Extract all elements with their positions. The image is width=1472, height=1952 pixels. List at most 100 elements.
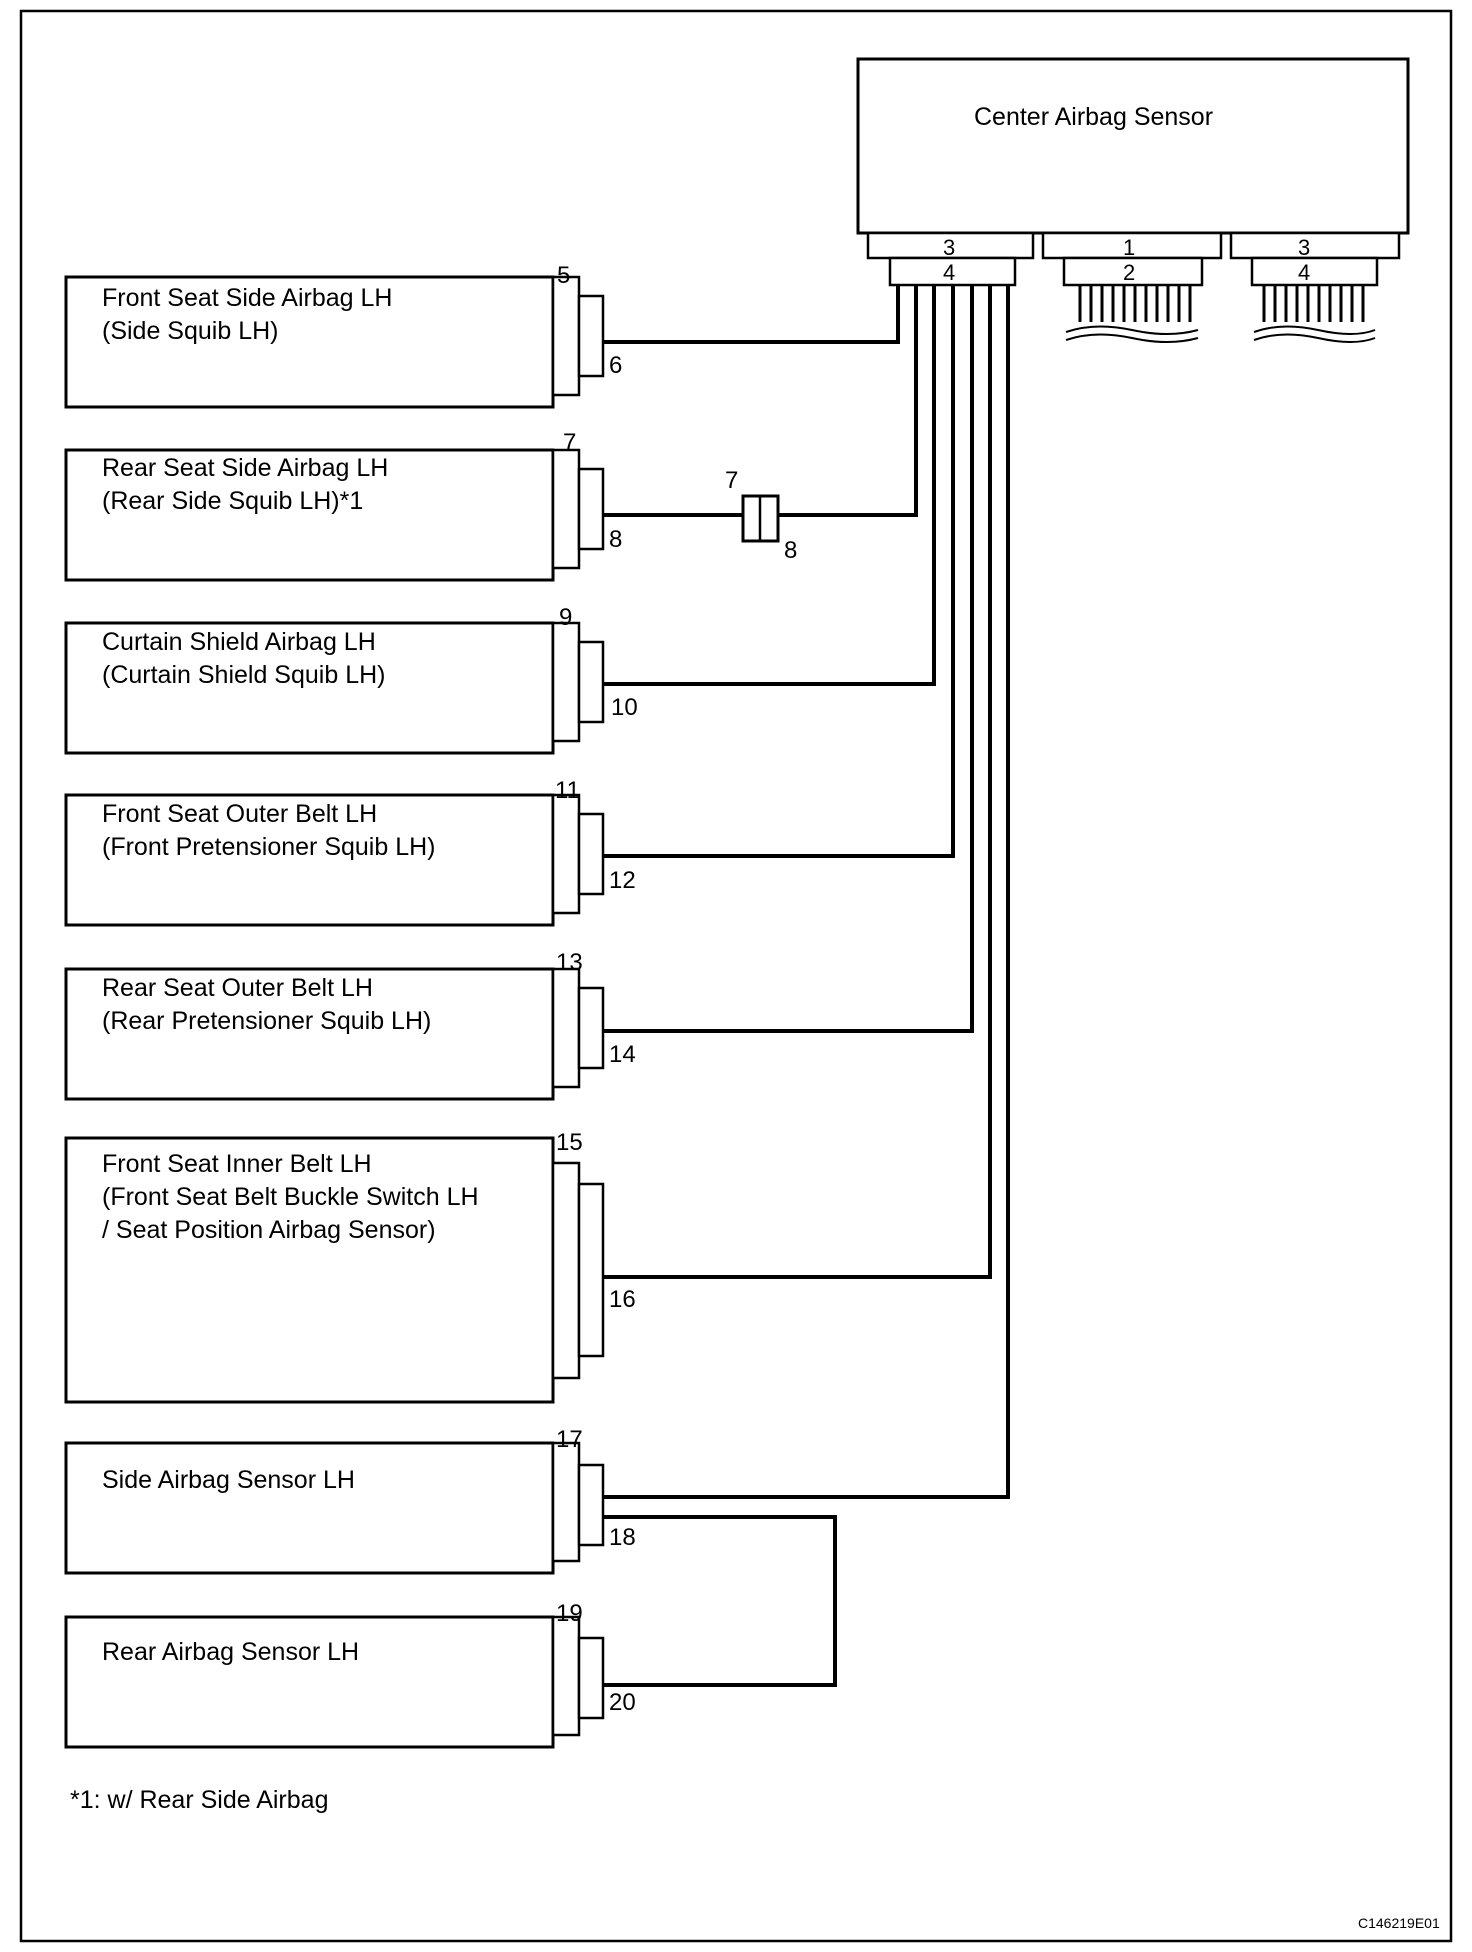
- component-name: Front Seat Side Airbag LH: [102, 284, 392, 312]
- wire-9-10: [603, 285, 936, 686]
- connector-outer: [551, 621, 581, 743]
- junction-connector: 7 8: [725, 467, 797, 564]
- connector-c-upper-label: 3: [1298, 235, 1310, 260]
- connector-b-lower-housing: [1062, 256, 1204, 287]
- component-subname: (Front Seat Belt Buckle Switch LH: [102, 1183, 479, 1211]
- component-box: [64, 1441, 555, 1575]
- pin-bottom-label: 10: [611, 694, 638, 721]
- pin-top-label: 9: [559, 604, 572, 631]
- wire-17: [603, 285, 1010, 1499]
- component-name: Rear Seat Side Airbag LH: [102, 454, 388, 482]
- connector-inner: [577, 1636, 605, 1720]
- connector-outer: [551, 967, 581, 1089]
- connector-outer: [551, 1615, 581, 1737]
- component-subname: (Rear Pretensioner Squib LH): [102, 1007, 431, 1035]
- component-box: [64, 1136, 555, 1404]
- connector-inner: [577, 640, 605, 724]
- component-box: [64, 967, 555, 1101]
- connector-c-wire-stubs: [1262, 285, 1365, 322]
- connector-b-wire-stubs: [1078, 285, 1192, 322]
- component-name: Curtain Shield Airbag LH: [102, 628, 376, 656]
- connector-c-lower-label: 4: [1298, 260, 1310, 285]
- wire-5-6: [603, 285, 900, 344]
- wire-18-20: [603, 1515, 837, 1687]
- connector-c-lower-housing: [1250, 256, 1379, 287]
- connector-b-lower-label: 2: [1123, 260, 1135, 285]
- component-side-airbag-sensor: Side Airbag Sensor LH 17 18: [64, 1426, 636, 1575]
- component-box: [64, 1615, 555, 1749]
- connector-c-break-line: [1253, 325, 1376, 335]
- connector-outer: [551, 1161, 581, 1380]
- component-curtain-shield-airbag: Curtain Shield Airbag LH (Curtain Shield…: [64, 604, 638, 755]
- wire-11-12: [603, 285, 955, 858]
- component-box: [64, 275, 555, 409]
- pin-bottom-label: 16: [609, 1286, 636, 1313]
- pin-bottom-label: 12: [609, 867, 636, 894]
- component-box: [64, 793, 555, 927]
- junction-pin-left-label: 7: [725, 467, 738, 494]
- connector-inner: [577, 986, 605, 1070]
- wire-15-16: [603, 285, 992, 1279]
- component-front-seat-inner-belt: Front Seat Inner Belt LH (Front Seat Bel…: [64, 1129, 636, 1404]
- component-name: Rear Seat Outer Belt LH: [102, 974, 373, 1002]
- component-rear-airbag-sensor: Rear Airbag Sensor LH 19 20: [64, 1600, 636, 1749]
- pin-bottom-label: 8: [609, 526, 622, 553]
- connector-outer: [551, 448, 581, 570]
- component-box: [64, 621, 555, 755]
- pin-bottom-label: 20: [609, 1689, 636, 1716]
- component-name: Rear Airbag Sensor LH: [102, 1638, 359, 1666]
- pin-top-label: 19: [556, 1600, 583, 1627]
- component-rear-seat-outer-belt: Rear Seat Outer Belt LH (Rear Pretension…: [64, 949, 636, 1101]
- connector-inner: [577, 1463, 605, 1547]
- pin-top-label: 5: [557, 262, 570, 289]
- connector-inner: [577, 1182, 605, 1358]
- center-sensor-box: [856, 57, 1410, 235]
- component-name: Front Seat Inner Belt LH: [102, 1150, 372, 1178]
- component-rear-seat-side-airbag: Rear Seat Side Airbag LH (Rear Side Squi…: [64, 429, 622, 582]
- component-name: Side Airbag Sensor LH: [102, 1466, 355, 1494]
- component-subname: (Side Squib LH): [102, 317, 278, 345]
- pin-top-label: 11: [555, 777, 580, 804]
- connector-inner: [577, 467, 605, 551]
- connector-inner: [577, 294, 605, 378]
- wire-harness: [603, 285, 1010, 1687]
- center-airbag-sensor: Center Airbag Sensor 3 4 1 2: [856, 57, 1410, 343]
- connector-c-upper-housing: [1229, 231, 1401, 260]
- component-subname-2: / Seat Position Airbag Sensor): [102, 1216, 436, 1244]
- footnote: *1: w/ Rear Side Airbag: [70, 1786, 328, 1814]
- pin-bottom-label: 18: [609, 1524, 636, 1551]
- connector-outer: [551, 1441, 581, 1563]
- figure-code: C146219E01: [1358, 1915, 1440, 1931]
- wire-13-14: [603, 285, 974, 1033]
- connector-c-break-line-2: [1253, 333, 1376, 343]
- connector-outer: [551, 275, 581, 397]
- connector-b-break-line-2: [1065, 333, 1199, 343]
- pin-bottom-label: 6: [609, 352, 622, 379]
- pin-top-label: 13: [556, 949, 583, 976]
- connector-a-upper-label: 3: [943, 235, 955, 260]
- center-connector-c: 3 4: [1229, 231, 1401, 343]
- component-name: Front Seat Outer Belt LH: [102, 800, 377, 828]
- diagram-frame: [19, 9, 1453, 1943]
- connector-b-break-line: [1065, 325, 1199, 335]
- center-connector-a: 3 4: [866, 231, 1035, 287]
- component-subname: (Front Pretensioner Squib LH): [102, 833, 435, 861]
- wire-7-8-right: [778, 285, 918, 517]
- component-subname: (Rear Side Squib LH)*1: [102, 487, 363, 515]
- pin-top-label: 15: [556, 1129, 583, 1156]
- component-front-seat-side-airbag: Front Seat Side Airbag LH (Side Squib LH…: [64, 262, 622, 409]
- component-box: [64, 448, 555, 582]
- center-sensor-title: Center Airbag Sensor: [974, 103, 1213, 131]
- component-front-seat-outer-belt: Front Seat Outer Belt LH (Front Pretensi…: [64, 777, 636, 927]
- connector-outer: [551, 793, 581, 915]
- connector-b-upper-housing: [1041, 231, 1223, 260]
- connector-a-lower-label: 4: [943, 260, 955, 285]
- junction-pin-right-label: 8: [784, 537, 797, 564]
- component-subname: (Curtain Shield Squib LH): [102, 661, 385, 689]
- pin-top-label: 17: [556, 1426, 583, 1453]
- pin-bottom-label: 14: [609, 1041, 636, 1068]
- connector-inner: [577, 812, 605, 896]
- center-connector-b: 1 2: [1041, 231, 1223, 343]
- connector-b-upper-label: 1: [1123, 235, 1135, 260]
